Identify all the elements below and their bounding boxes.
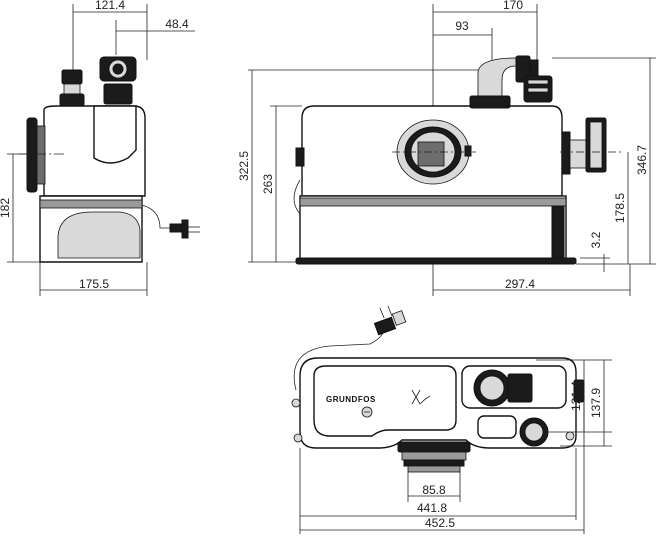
dim-front-foot-height: 3.2 [589, 231, 603, 248]
dim-front-side-inlet-height: 178.5 [613, 193, 627, 223]
side-view: 121.4 48.4 182 [0, 0, 200, 296]
front-view: 170 93 [237, 0, 656, 296]
dim-front-total-height: 322.5 [237, 151, 251, 181]
dim-side-depth: 175.5 [79, 277, 109, 291]
grundfos-x-icon [411, 389, 431, 405]
side-inlet-flange [26, 117, 38, 193]
front-left-knob [295, 147, 305, 167]
dim-top-outlet-depth: 121.4 [569, 381, 583, 411]
dim-side-small-offset: 48.4 [165, 17, 189, 31]
dim-front-outlet-horizontal: 170 [503, 0, 523, 12]
front-outlet-elbow [477, 57, 517, 99]
top-bottom-inlet [397, 441, 471, 453]
front-lower-tank [299, 195, 567, 261]
dim-top-body-length: 441.8 [417, 501, 447, 515]
side-top-pipe-left [61, 69, 83, 85]
dim-top-inlet-width: 85.8 [422, 483, 446, 497]
top-plug [373, 305, 407, 336]
dim-side-outlet-offset: 121.4 [95, 0, 125, 12]
dim-front-outlet-pipe-offset: 93 [455, 19, 469, 33]
dim-side-inlet-height: 182 [0, 198, 12, 218]
dim-front-right-height: 346.7 [635, 145, 649, 175]
grundfos-logo: GRUNDFOS [326, 395, 376, 404]
dim-front-depth: 297.4 [505, 277, 535, 291]
front-side-inlet [561, 131, 571, 175]
dim-top-overall-length: 452.5 [425, 516, 455, 530]
dim-top-overall-depth: 137.9 [589, 388, 603, 418]
top-logo-panel [313, 365, 457, 437]
side-plug [169, 219, 200, 239]
top-view: GRUNDFOS 85.8 441.8 452.5 [291, 305, 612, 534]
dim-front-body-height: 263 [261, 174, 275, 194]
